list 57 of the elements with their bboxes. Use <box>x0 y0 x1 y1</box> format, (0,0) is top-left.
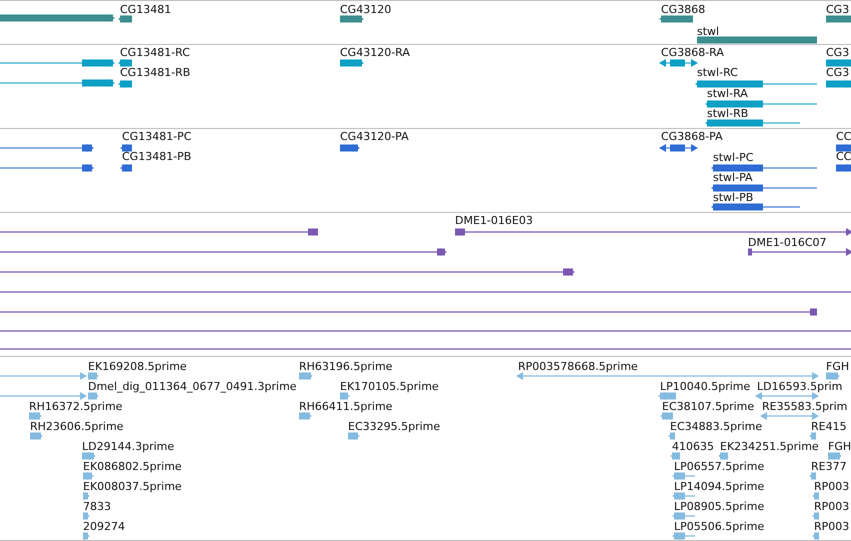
feature-label: EK170105.5prime <box>340 380 439 394</box>
feature-label: RE35583.5prim <box>762 400 848 414</box>
feature-label: stwl <box>697 25 720 39</box>
feature-label: RP003578668.5prime <box>518 360 638 374</box>
feature-label: EK008037.5prime <box>83 480 182 494</box>
feature-label: EC33295.5prime <box>348 420 440 434</box>
feature-label: CG13481-RB <box>120 66 190 80</box>
feature-label: CG13481-PB <box>122 150 192 164</box>
feature-label: CG43120 <box>340 3 392 17</box>
feature-label: CG13481 <box>120 3 172 17</box>
feature-label: LP14094.5prime <box>674 480 764 494</box>
feature-label: RH16372.5prime <box>29 400 122 414</box>
feature-label: DME1-016C07 <box>748 236 827 250</box>
feature-label: EK234251.5prime <box>720 440 819 454</box>
feature-label: CG3868-PA <box>661 130 723 144</box>
feature-label: LP08905.5prime <box>674 500 764 514</box>
feature-label: LP05506.5prime <box>674 520 764 534</box>
feature-label: LD16593.5prim <box>757 380 842 394</box>
feature-label: 7833 <box>83 500 111 514</box>
feature-label: EC38107.5prime <box>662 400 754 414</box>
feature-label: RP003 <box>814 480 850 494</box>
feature-label: CG43120-RA <box>340 46 410 60</box>
feature-label: CG43120-PA <box>340 130 409 144</box>
feature-label: RE377 <box>811 460 847 474</box>
feature-label: RP003 <box>814 520 850 534</box>
feature-label: CC <box>836 130 851 144</box>
feature-label: CG13481-PC <box>122 130 192 144</box>
feature-label: CG3 <box>826 46 850 60</box>
feature-label: LP10040.5prime <box>660 380 750 394</box>
feature-label: 209274 <box>83 520 125 534</box>
feature-label: CG3 <box>826 66 850 80</box>
feature-label: LP06557.5prime <box>674 460 764 474</box>
feature-label: LD29144.3prime <box>82 440 174 454</box>
feature-label: CG3 <box>826 3 850 17</box>
feature-label: EC34883.5prime <box>670 420 762 434</box>
feature-label: FGH <box>828 440 851 454</box>
feature-label: 410635 <box>672 440 714 454</box>
feature-label: stwl-PA <box>713 171 753 185</box>
feature-label: DME1-016E03 <box>455 214 533 228</box>
feature-label: CG3868 <box>661 3 706 17</box>
feature-label: CC <box>836 150 851 164</box>
feature-label: EK169208.5prime <box>88 360 187 374</box>
feature-label: RH66411.5prime <box>299 400 392 414</box>
feature-label: RH23606.5prime <box>30 420 124 434</box>
feature-label: EK086802.5prime <box>83 460 182 474</box>
feature-label: CG13481-RC <box>120 46 190 60</box>
feature-label: stwl-PC <box>713 151 754 165</box>
feature-label: stwl-RA <box>707 87 748 101</box>
feature-label: RH63196.5prime <box>299 360 392 374</box>
feature-label: CG3868-RA <box>661 46 724 60</box>
feature-label: stwl-RC <box>697 66 738 80</box>
feature-label: Dmel_dig_011364_0677_0491.3prime <box>88 380 297 394</box>
feature-label: stwl-PB <box>713 191 754 205</box>
feature-label: RP003 <box>814 500 850 514</box>
feature-label: FGH <box>826 360 850 374</box>
feature-label: stwl-RB <box>707 107 748 121</box>
feature-label: RE415 <box>811 420 847 434</box>
